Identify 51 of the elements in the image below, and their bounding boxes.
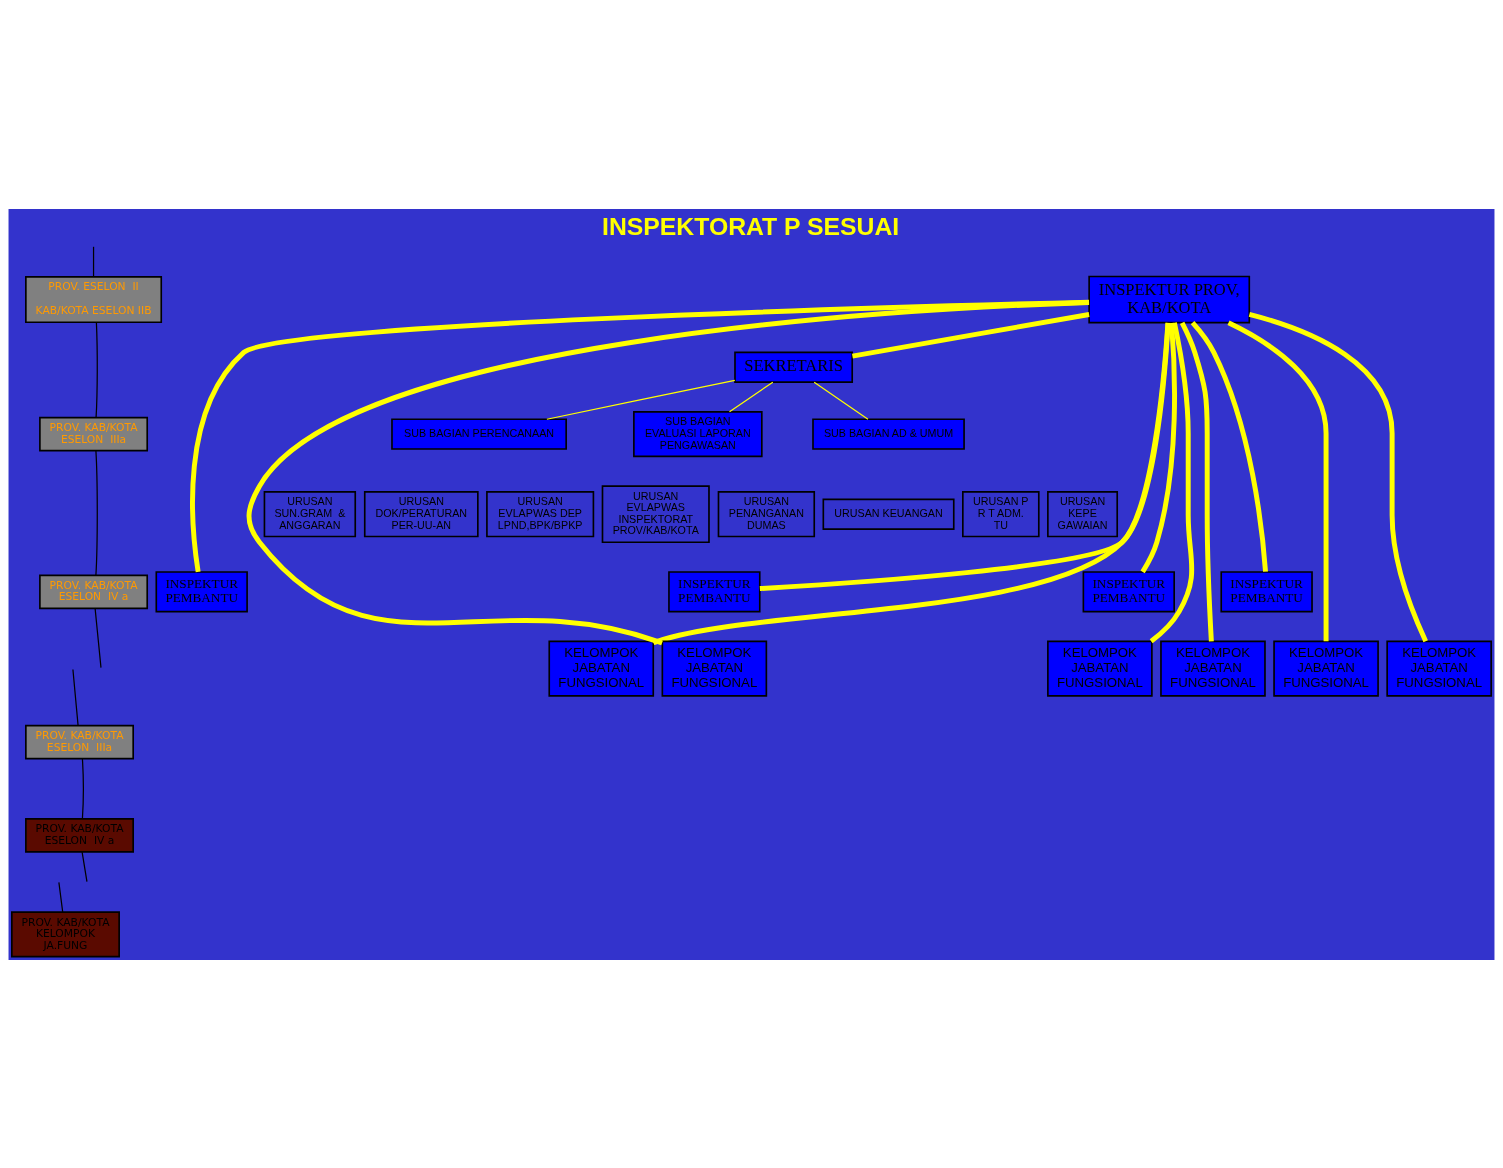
node-box: URUSAN DOK/PERATURAN PER-UU-AN [363,490,479,537]
connector [81,757,84,819]
connector [1227,320,1329,641]
node-box: KELOMPOK JABATAN FUNGSIONAL [1386,640,1492,697]
node-box: PROV. ESELON II KAB/KOTA ESELON IIB [25,275,163,323]
node-box: PROV. KAB/KOTA KELOMPOK JA.FUNG [11,910,120,958]
node-box: INSPEKTUR PROV, KAB/KOTA [1088,275,1251,323]
connector [1190,320,1268,572]
node-box: SUB BAGIAN PERENCANAAN [391,417,567,450]
node-box: KELOMPOK JABATAN FUNGSIONAL [1273,640,1379,697]
node-box: URUSAN KEPE GAWAIAN [1047,490,1119,537]
node-box: URUSAN SUN.GRAM & ANGGARAN [263,490,357,537]
connector [852,311,1090,359]
node-box: KELOMPOK JABATAN FUNGSIONAL [548,640,655,697]
connector [94,607,102,668]
connector [728,381,774,412]
node-box: URUSAN EVLAPWAS INSPEKTORAT PROV/KAB/KOTA [601,484,710,543]
node-box: INSPEKTUR PEMBANTU [1220,570,1313,612]
node-box: PROV. KAB/KOTA ESELON IIIa [25,724,134,759]
connector [1149,321,1195,643]
node-box: PROV. KAB/KOTA ESELON IIIa [39,416,149,451]
connector [92,245,95,277]
connector [58,881,64,913]
diagram-title: INSPEKTORAT P SESUAI [602,212,900,240]
node-box: KELOMPOK JABATAN FUNGSIONAL [1160,640,1266,697]
connector [652,322,1171,645]
node-box: SUB BAGIAN EVALUASI LAPORAN PENGAWASAN [633,410,763,457]
node-box: KELOMPOK JABATAN FUNGSIONAL [661,640,768,697]
node-box: URUSAN EVLAPWAS DEP LPND,BPK/BPKP [486,490,595,537]
node-box: PROV. KAB/KOTA ESELON IV a [25,817,134,853]
connector [246,299,1089,645]
node-box: URUSAN PENANGANAN DUMAS [717,490,816,537]
node-box: SEKRETARIS [734,351,854,383]
connector [1248,311,1428,642]
node-box: URUSAN KEUANGAN [822,498,955,530]
node-box: INSPEKTUR PEMBANTU [1082,570,1175,612]
connector [95,449,98,576]
connector [72,668,79,726]
connector [1179,321,1214,641]
node-box: URUSAN P R T ADM. TU [962,490,1040,537]
node-box: INSPEKTUR PEMBANTU [155,570,248,612]
connector [81,850,88,882]
node-box: KELOMPOK JABATAN FUNGSIONAL [1047,640,1153,697]
node-box: PROV. KAB/KOTA ESELON IV a [39,573,149,609]
connector [190,299,1090,572]
connector [1140,322,1177,573]
connector [95,321,98,418]
connector [813,381,869,420]
node-box: SUB BAGIAN AD & UMUM [812,417,965,450]
node-box: INSPEKTUR PEMBANTU [668,570,761,612]
connector [546,379,736,420]
